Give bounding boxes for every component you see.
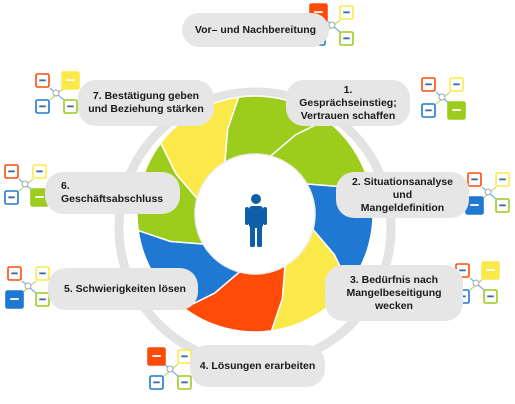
node-box-mark	[471, 178, 478, 181]
node-box-mark	[343, 11, 350, 14]
connector-node	[438, 93, 446, 101]
stage-prep-text: Vor– und Nachbereitung	[194, 23, 317, 36]
node-box-mark	[11, 272, 18, 275]
node-box-mark	[181, 355, 188, 358]
node-box-mark	[8, 196, 15, 199]
connector-node	[328, 21, 336, 29]
node-box-mark	[470, 204, 479, 206]
connector-node	[24, 282, 32, 290]
stage-3-label: 3. Bedürfnis nach Mangelbeseitigung weck…	[325, 265, 463, 321]
node-box-mark	[499, 204, 506, 207]
node-box-mark	[39, 105, 46, 108]
stage-6-label: 6. Geschäftsabschluss	[45, 172, 180, 214]
network-icon-6	[4, 164, 49, 207]
node-box-mark	[36, 170, 43, 173]
stage-3-text: 3. Bedürfnis nach Mangelbeseitigung weck…	[346, 273, 442, 312]
node-box-mark	[499, 178, 506, 181]
stage-1-label: 1. Gesprächseinstieg; Vertrauen schaffen	[286, 80, 410, 126]
node-box-mark	[425, 109, 432, 112]
node-box-mark	[425, 83, 432, 86]
node-box-mark	[66, 79, 75, 81]
connector-node	[484, 188, 492, 196]
stage-7-label: 7. Bestätigung geben und Beziehung stärk…	[78, 80, 214, 126]
stage-6-text: 6. Geschäftsabschluss	[61, 180, 164, 205]
connector-node	[52, 89, 60, 97]
stage-5-label: 5. Schwierigkeiten lösen	[48, 268, 198, 310]
node-box-mark	[459, 269, 466, 272]
connector-node	[21, 180, 29, 188]
stage-7-text: 7. Bestätigung geben und Beziehung stärk…	[88, 90, 204, 115]
node-box-mark	[314, 11, 323, 13]
node-box-mark	[153, 381, 160, 384]
network-icon-1	[421, 77, 466, 120]
node-box-mark	[343, 37, 350, 40]
node-box-mark	[486, 269, 495, 271]
network-icon-2	[465, 172, 510, 215]
node-box-mark	[39, 298, 46, 301]
stage-2-label: 2. Situationsanalyse und Mangeldefinitio…	[336, 172, 469, 218]
network-icon-5	[5, 266, 50, 309]
network-icon-3	[455, 261, 500, 304]
connector-node	[166, 365, 174, 373]
node-box-mark	[67, 105, 74, 108]
node-box-mark	[181, 381, 188, 384]
node-box-mark	[35, 196, 44, 198]
node-box-mark	[39, 272, 46, 275]
node-box-mark	[453, 83, 460, 86]
node-box-mark	[10, 298, 19, 300]
node-box-mark	[39, 79, 46, 82]
node-box-mark	[452, 109, 461, 111]
stage-2-text: 2. Situationsanalyse und Mangeldefinitio…	[352, 175, 453, 214]
stage-4-text: 4. Lösungen erarbeiten	[199, 359, 316, 372]
person-icon	[245, 194, 267, 247]
network-icon-7	[35, 71, 80, 114]
stage-1-text: 1. Gesprächseinstieg; Vertrauen schaffen	[299, 83, 397, 122]
node-box-mark	[487, 295, 494, 298]
node-box-mark	[8, 170, 15, 173]
network-icon-4	[147, 347, 192, 390]
stage-4-label: 4. Lösungen erarbeiten	[190, 345, 325, 387]
stage-5-text: 5. Schwierigkeiten lösen	[64, 282, 186, 295]
stage-prep-label: Vor– und Nachbereitung	[182, 13, 329, 47]
node-box-mark	[152, 355, 161, 357]
connector-node	[472, 279, 480, 287]
